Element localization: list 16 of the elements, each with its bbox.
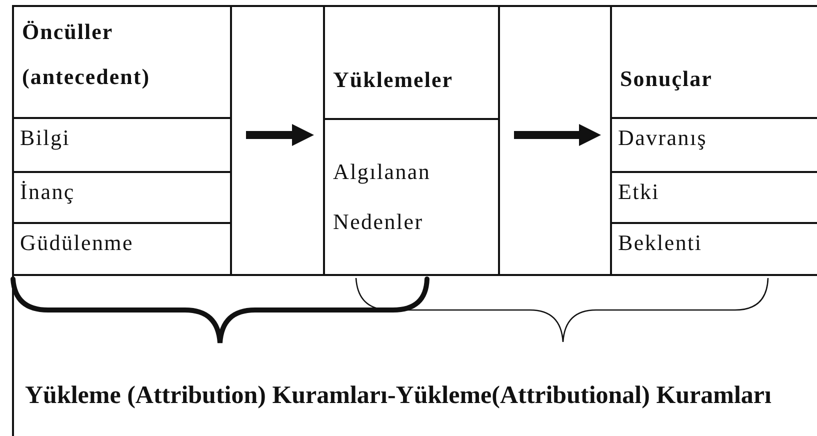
column-heading: Sonuçlar xyxy=(620,65,712,94)
table-column xyxy=(610,5,817,276)
cell-text: Güdülenme xyxy=(20,230,134,256)
column-heading: Öncüller (antecedent) xyxy=(22,18,152,91)
arrow xyxy=(246,124,314,146)
table-column xyxy=(12,5,232,276)
cell-text: Davranış xyxy=(618,125,708,152)
cell-text: Beklenti xyxy=(618,230,702,256)
cell-text: Bilgi xyxy=(20,125,70,152)
arrow xyxy=(514,124,601,146)
table-column xyxy=(323,5,500,276)
caption: Yükleme (Attribution) Kuramları-Yükleme(Attributional) Kuramları xyxy=(25,382,772,410)
cell-text: Etki xyxy=(618,178,660,205)
column-heading: Yüklemeler xyxy=(333,66,453,94)
cell-text: İnanç xyxy=(20,178,75,205)
cell-text: Algılanan Nedenler xyxy=(333,158,432,236)
